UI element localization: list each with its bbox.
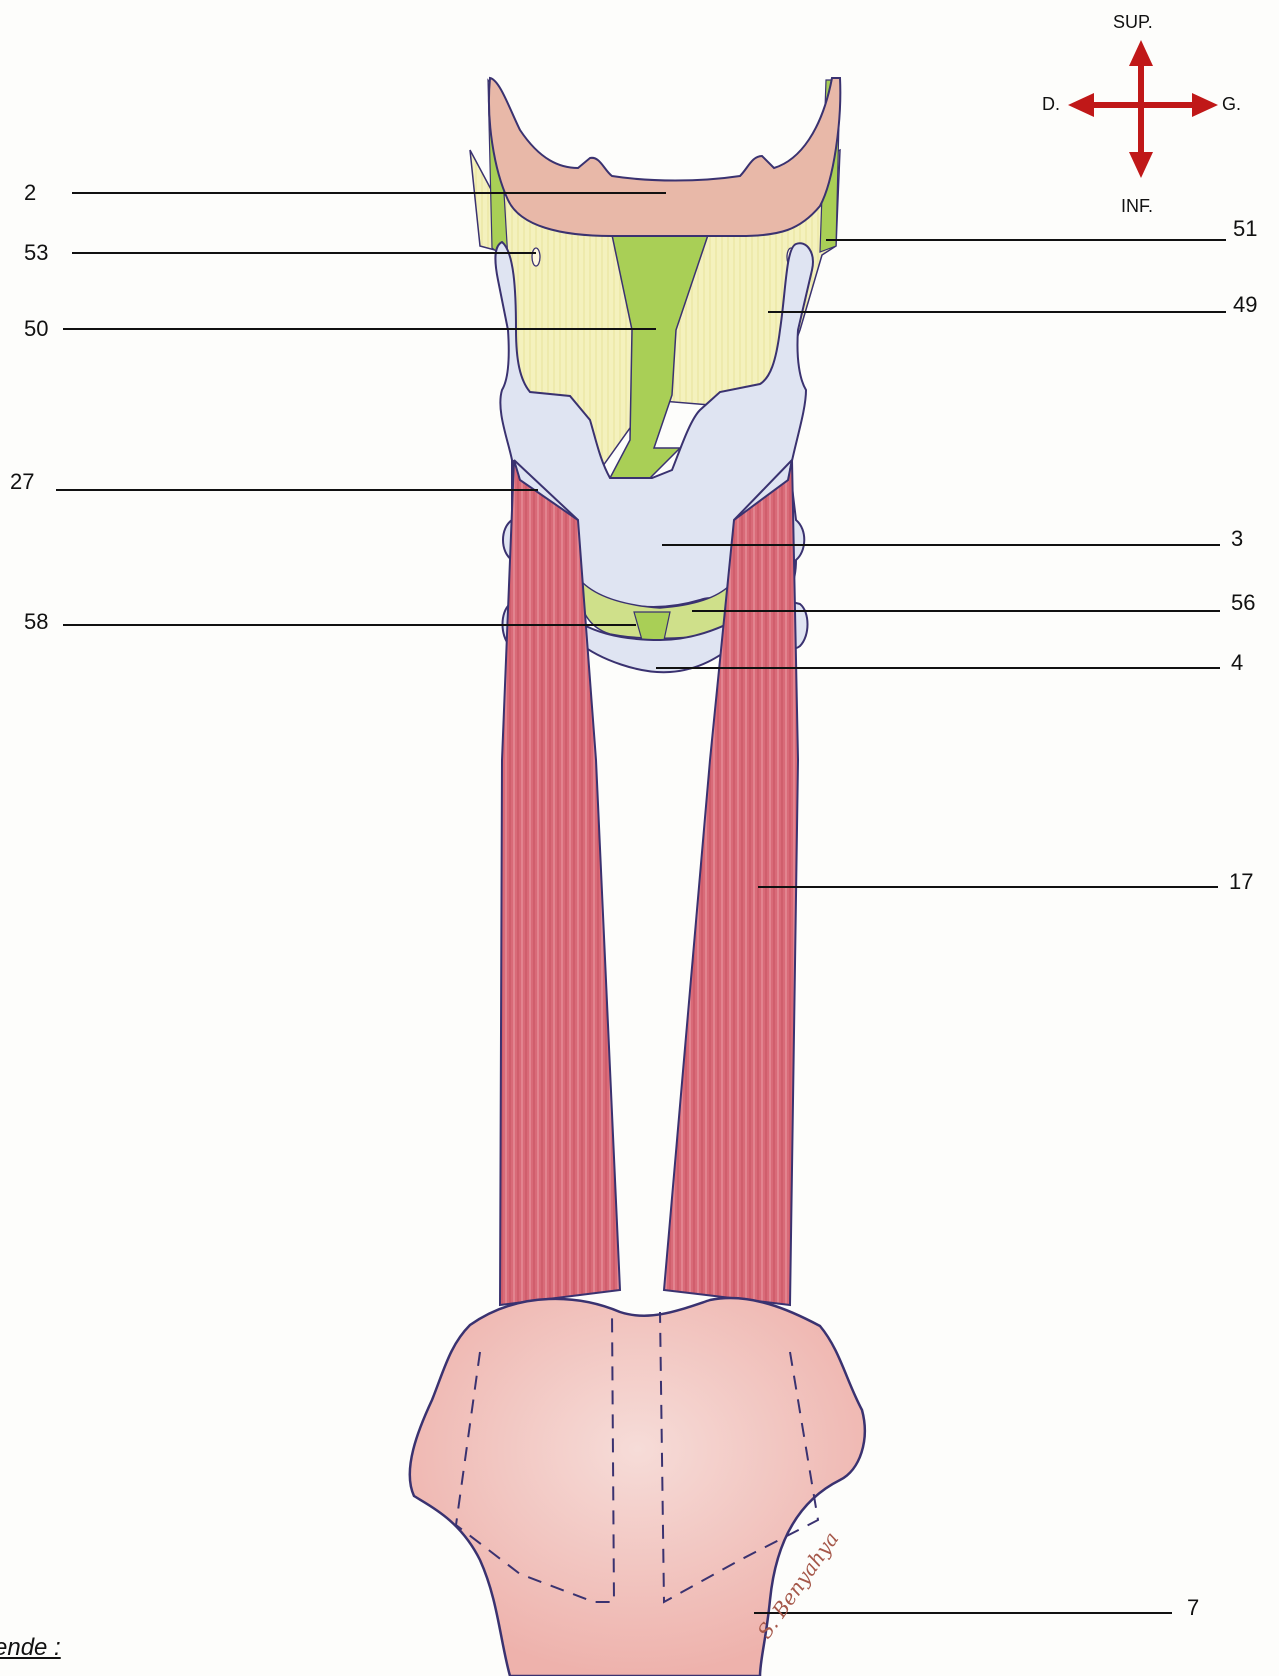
orientation-right-label: D.: [1042, 94, 1060, 115]
label-58: 58: [24, 611, 48, 633]
arrow-right-icon: [1192, 93, 1218, 117]
label-2: 2: [24, 182, 36, 204]
arrow-left-icon: [1068, 93, 1094, 117]
orientation-cross: [1068, 40, 1218, 178]
hyoid-bone: [489, 78, 840, 236]
orientation-superior-label: SUP.: [1113, 12, 1153, 33]
sternum-manubrium: [410, 1298, 865, 1676]
label-50: 50: [24, 318, 48, 340]
legend-title: ende :: [0, 1634, 61, 1662]
label-3: 3: [1231, 528, 1243, 550]
orientation-left-label: G.: [1222, 94, 1241, 115]
superior-laryngeal-foramen-right: [532, 248, 540, 266]
label-53: 53: [24, 242, 48, 264]
label-49: 49: [1233, 294, 1257, 316]
label-51: 51: [1233, 218, 1257, 240]
arrow-up-icon: [1129, 40, 1153, 66]
arrow-down-icon: [1129, 152, 1153, 178]
label-27: 27: [10, 471, 34, 493]
label-56: 56: [1231, 592, 1255, 614]
label-17: 17: [1229, 871, 1253, 893]
label-7: 7: [1187, 1597, 1199, 1619]
label-4: 4: [1231, 652, 1243, 674]
orientation-inferior-label: INF.: [1121, 196, 1153, 217]
